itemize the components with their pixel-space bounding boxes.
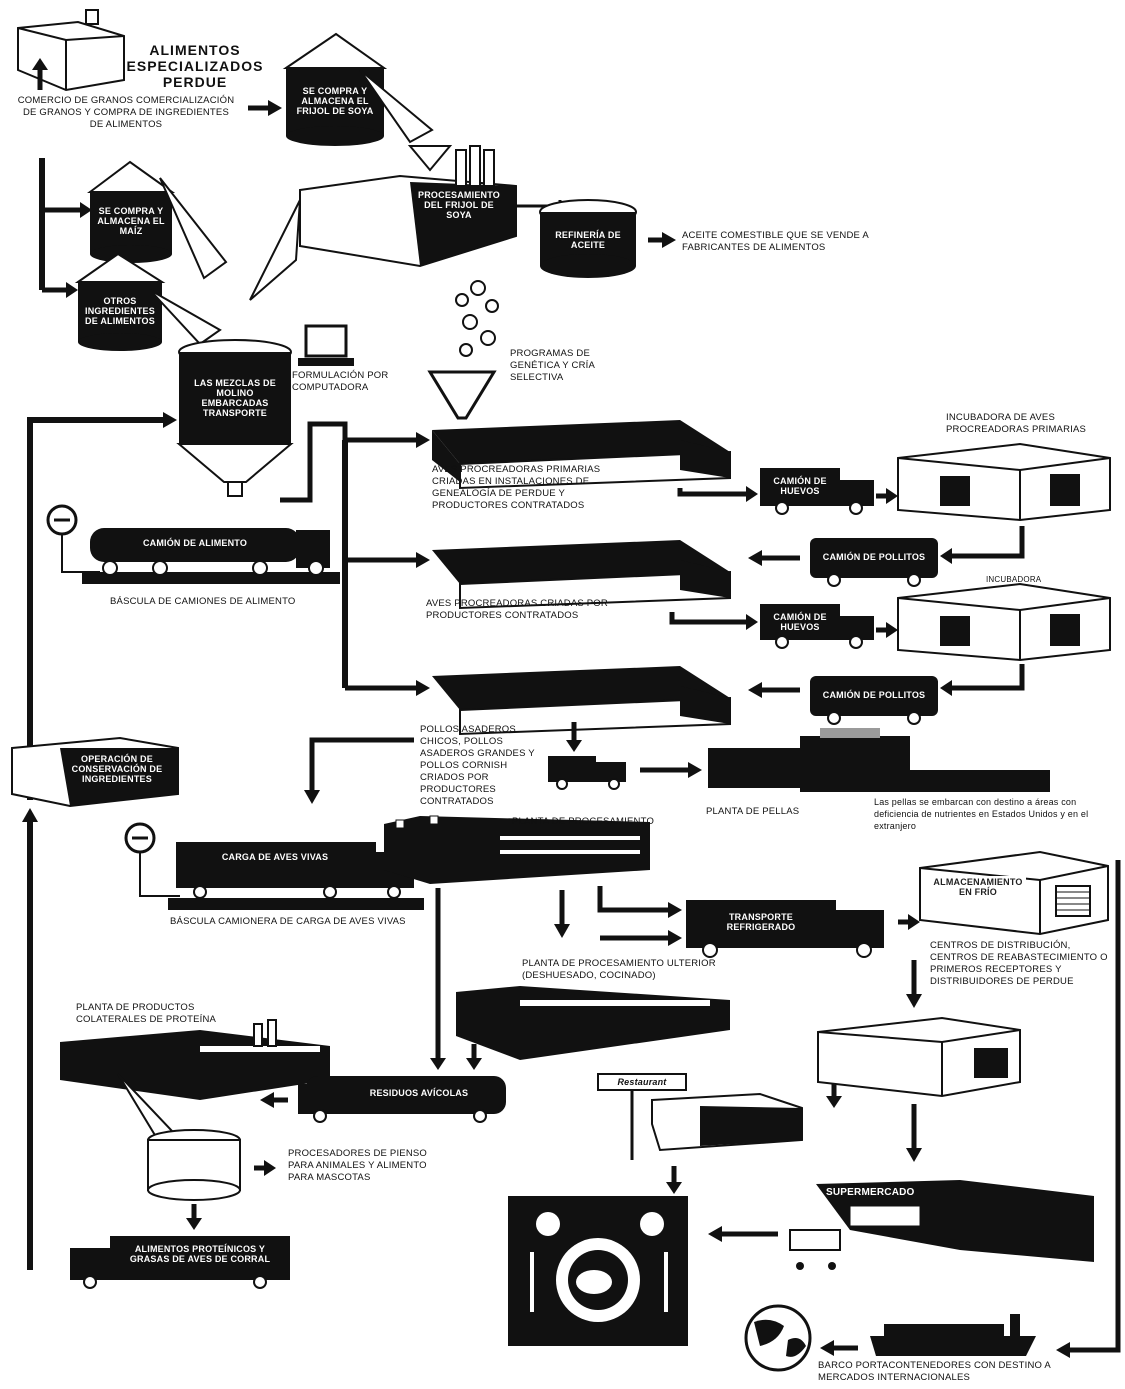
label-restaurant: Restaurant [617,1077,667,1087]
dinner-plate-icon [508,1196,688,1346]
label-aves-procreadoras: AVES PROCREADORAS CRIADAS POR PRODUCTORE… [426,598,608,621]
corn-silo-icon [87,160,228,280]
processing-plant-icon [384,815,650,884]
hatchery-2-icon [897,582,1111,662]
soy-processing-plant-icon [249,145,562,301]
egg-truck-1-icon [677,468,898,515]
label-incubadora: INCUBADORA [986,575,1042,584]
label-planta-procesamiento: PLANTA DE PROCESAMIENTO [512,816,655,827]
further-processing-plant-icon [456,986,730,1070]
pellet-plant-icon [708,728,1050,792]
label-planta-pellas: PLANTA DE PELLAS [706,806,800,817]
arrow-up-icon [32,58,48,90]
arrow-right-icon [648,232,676,248]
supermarket-icon [708,1180,1094,1270]
poultry-house-1-icon [432,420,731,490]
oil-refinery-icon [539,199,637,278]
label-camion-alimento: CAMIÓN DE ALIMENTO [142,538,248,548]
label-transporte-refrigerado: TRANSPORTE REFRIGERADO [726,912,796,932]
genetics-funnel-icon [427,280,499,420]
restaurant-icon [597,1073,842,1194]
label-procesamiento-soya: PROCESAMIENTO DEL FRIJOL DE SOYA [418,190,500,220]
mixing-tank-icon [176,339,294,497]
label-bascula-alimento: BÁSCULA DE CAMIONES DE ALIMENTO [110,596,296,607]
label-centros-distribucion: CENTROS DE DISTRIBUCIÓN, CENTROS DE REAB… [930,940,1108,987]
container-ship-icon [820,1314,1036,1356]
label-aves-primarias: AVES PROCREADORAS PRIMARIAS CRIADAS EN I… [432,464,601,511]
label-geneticos: PROGRAMAS DE GENÉTICA Y CRÍA SELECTIVA [510,348,595,383]
label-pellas-embarque: Las pellas se embarcan con destino a áre… [874,797,1089,831]
label-supermercado: SUPERMERCADO [826,1187,915,1198]
label-barco: BARCO PORTACONTENEDORES CON DESTINO A ME… [818,1360,1051,1383]
label-operacion-conservacion: OPERACIÓN DE CONSERVACIÓN DE INGREDIENTE… [71,754,163,784]
egg-truck-2-icon [669,604,898,649]
feed-truck-icon [46,504,340,584]
label-carga-aves: CARGA DE AVES VIVAS [221,852,329,862]
label-silo-soya: SE COMPRA Y ALMACENA EL FRIJOL DE SOYA [296,86,374,116]
label-bus-pollitos-1: CAMIÓN DE POLLITOS [822,552,926,562]
globe-icon [744,1304,812,1372]
label-formulacion: FORMULACIÓN POR COMPUTADORA [292,370,389,393]
label-pollos-asaderos: POLLOS ASADEROS CHICOS, POLLOS ASADEROS … [420,724,535,807]
refrigerated-truck-icon [686,900,920,958]
arrow-right-icon [248,100,282,116]
chick-bus-1-icon [748,526,1025,587]
computer-icon [298,324,354,366]
litter-truck-icon [548,722,702,790]
label-planta-procesamiento-ulterior: PLANTA DE PROCESAMIENTO ULTERIOR (DESHUE… [522,958,716,981]
label-almacenamiento-frio: ALMACENAMIENTO EN FRÍO [930,876,1026,898]
live-bird-truck-icon [124,822,424,910]
waste-truck-icon [260,1076,506,1123]
ingredients-silo-icon [74,252,222,351]
hatchery-1-icon [897,442,1111,522]
label-planta-colaterales: PLANTA DE PRODUCTOS COLATERALES DE PROTE… [76,1002,217,1025]
poultry-house-2-icon [432,540,731,610]
label-refineria-aceite: REFINERÍA DE ACEITE [555,230,621,250]
label-procesadores-pienso: PROCESADORES DE PIENSO PARA ANIMALES Y A… [288,1148,428,1183]
label-bus-pollitos-2: CAMIÓN DE POLLITOS [822,690,926,700]
label-alimentos-perdue: ALIMENTOS ESPECIALIZADOS PERDUE [126,42,264,90]
label-comercio-granos: COMERCIO DE GRANOS COMERCIALIZACIÓN DE G… [14,94,238,132]
label-bascula-aves: BÁSCULA CAMIONERA DE CARGA DE AVES VIVAS [170,916,406,927]
label-mezcla-molino: LAS MEZCLAS DE MOLINO EMBARCADAS TRANSPO… [194,378,276,418]
label-camion-huevos-1: CAMIÓN DE HUEVOS [773,476,827,496]
label-otros-ingredientes: OTROS INGREDIENTES DE ALIMENTOS [85,296,155,326]
conservation-building-icon [11,736,179,808]
label-incubadora-primarias: INCUBADORA DE AVES PROCREADORAS PRIMARIA… [946,412,1087,435]
pet-food-tank-icon [147,1129,276,1230]
feed-mill-building-icon [17,9,125,92]
label-camion-huevos-2: CAMIÓN DE HUEVOS [773,612,827,632]
label-alimento-proteina: ALIMENTOS PROTEÍNICOS Y GRASAS DE AVES D… [129,1244,271,1264]
soy-silo-icon [282,32,434,146]
poultry-house-3-icon [432,666,731,736]
label-aceite-comestible: ACEITE COMESTIBLE QUE SE VENDE A FABRICA… [682,230,869,253]
label-residuos-avicolas: RESIDUOS AVÍCOLAS [369,1088,469,1098]
chick-bus-2-icon [748,664,1025,725]
protein-truck-icon [70,1236,290,1289]
distribution-warehouse-icon [817,1016,1021,1162]
label-silo-maiz: SE COMPRA Y ALMACENA EL MAÍZ [97,206,165,236]
